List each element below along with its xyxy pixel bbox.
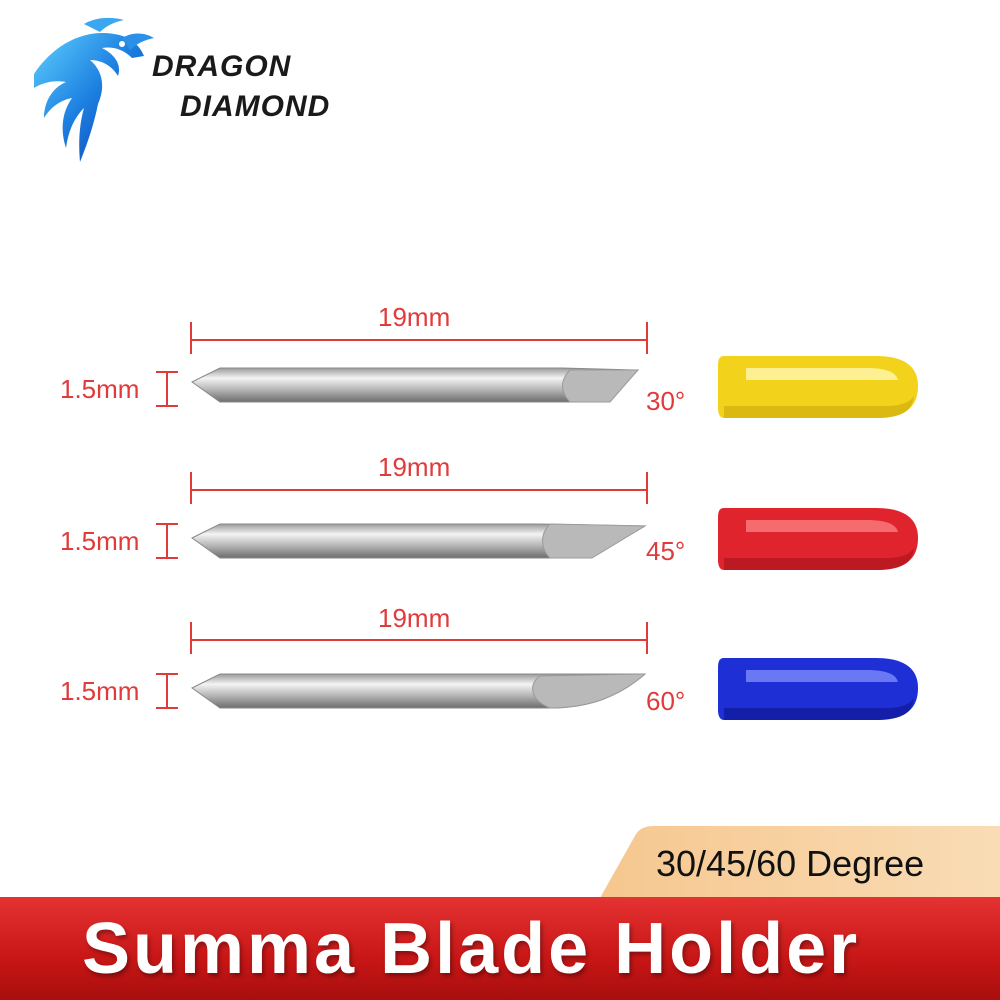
diameter-label: 1.5mm [60, 374, 140, 404]
length-dimension-line [190, 472, 648, 504]
title-banner [0, 897, 1000, 1000]
diameter-dimension-line [156, 673, 178, 709]
angle-label: 30° [646, 386, 686, 416]
diameter-dimension-line [156, 371, 178, 407]
length-label: 19mm [378, 452, 451, 482]
angle-label: 45° [646, 536, 686, 566]
blade-cap [718, 508, 918, 570]
brand-logo [14, 14, 164, 164]
length-label: 19mm [378, 603, 451, 633]
length-label: 19mm [378, 302, 451, 332]
diameter-label: 1.5mm [60, 526, 140, 556]
blade-image [191, 523, 647, 559]
length-dimension-line [190, 622, 648, 654]
blade-cap [718, 356, 918, 418]
brand-name-line2: DIAMOND [180, 90, 331, 123]
dragon-logo-icon [34, 17, 154, 163]
length-dimension-line [190, 322, 648, 354]
angle-label: 60° [646, 686, 686, 716]
blade-cap [718, 658, 918, 720]
diameter-label: 1.5mm [60, 676, 140, 706]
brand-name-line1: DRAGON [152, 50, 292, 83]
degree-tab-shape [600, 826, 1000, 898]
degree-tab-label: 30/45/60 Degree [656, 843, 925, 884]
blade-image [191, 673, 647, 709]
banner-title: Summa Blade Holder [82, 909, 861, 989]
diameter-dimension-line [156, 523, 178, 559]
blade-image [191, 367, 640, 403]
